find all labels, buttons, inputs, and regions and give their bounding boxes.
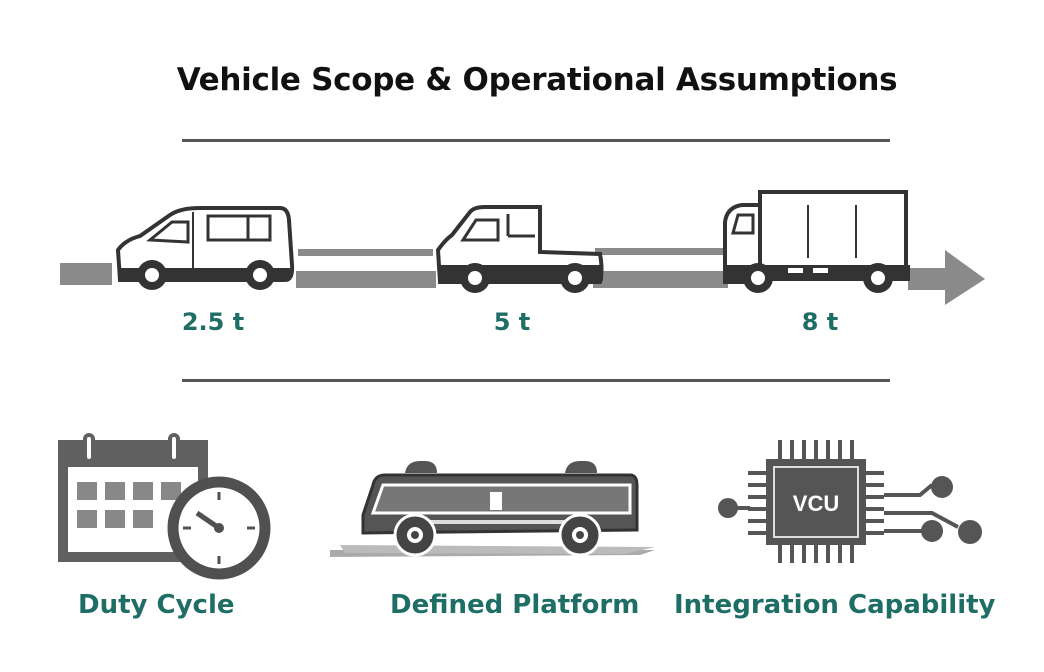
calendar-clock-icon (58, 433, 271, 580)
vcu-chip-icon: VCU (718, 440, 982, 563)
mid-divider (182, 379, 890, 382)
weight-label-box-truck: 8 t (801, 308, 839, 336)
flatbed-truck-icon (435, 205, 604, 293)
box-truck-icon (723, 190, 910, 293)
caption-integration-capability: Integration Capability (674, 590, 996, 620)
caption-duty-cycle: Duty Cycle (78, 590, 235, 620)
top-divider (182, 139, 890, 142)
vehicle-platform-icon (330, 461, 655, 557)
weight-label-van: 2.5 t (181, 308, 245, 336)
page-title: Vehicle Scope & Operational Assumptions (176, 62, 898, 98)
chip-label: VCU (793, 491, 839, 516)
van-icon (115, 206, 295, 290)
weight-label-flatbed: 5 t (493, 308, 531, 336)
vehicle-scale-road (60, 190, 985, 305)
caption-defined-platform: Defined Platform (390, 590, 640, 620)
